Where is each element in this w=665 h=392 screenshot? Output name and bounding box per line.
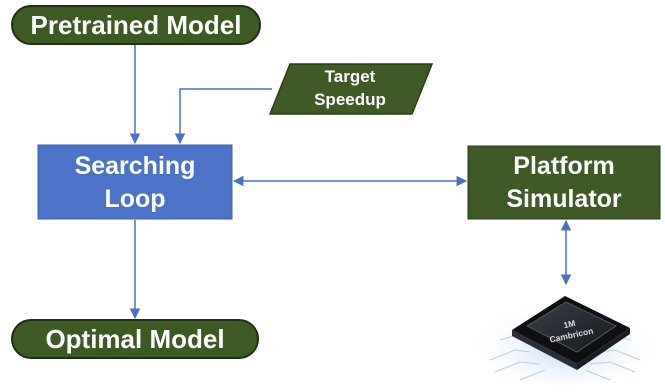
pretrained-model-shape bbox=[11, 5, 261, 45]
optimal-model-shape bbox=[11, 319, 259, 359]
arrow-speedup-to-searching bbox=[174, 88, 272, 145]
chip-side-right bbox=[577, 328, 630, 370]
target-speedup-node: Target Speedup bbox=[268, 63, 434, 115]
platform-simulator-shape bbox=[467, 145, 661, 220]
chip-image: 1M Cambricon bbox=[475, 295, 655, 385]
searching-loop-node: Searching Loop bbox=[37, 144, 233, 220]
target-speedup-line1: Target bbox=[325, 67, 376, 86]
target-speedup-line2: Speedup bbox=[314, 90, 386, 109]
searching-loop-shape bbox=[37, 144, 233, 220]
optimal-model-node: Optimal Model bbox=[11, 319, 259, 359]
searching-loop-line1: Searching bbox=[75, 152, 196, 180]
platform-simulator-node: Platform Simulator bbox=[467, 145, 661, 220]
chip-top bbox=[526, 301, 617, 353]
pretrained-model-node: Pretrained Model bbox=[11, 5, 261, 45]
chip-label-line1: 1M bbox=[563, 318, 577, 330]
target-speedup-shape bbox=[268, 63, 434, 115]
pretrained-model-label: Pretrained Model bbox=[31, 10, 242, 40]
chip-side-left bbox=[512, 330, 577, 370]
searching-loop-line2: Loop bbox=[104, 185, 165, 213]
optimal-model-label: Optimal Model bbox=[45, 324, 224, 354]
platform-simulator-line2: Simulator bbox=[506, 185, 622, 213]
platform-simulator-line1: Platform bbox=[513, 152, 614, 180]
